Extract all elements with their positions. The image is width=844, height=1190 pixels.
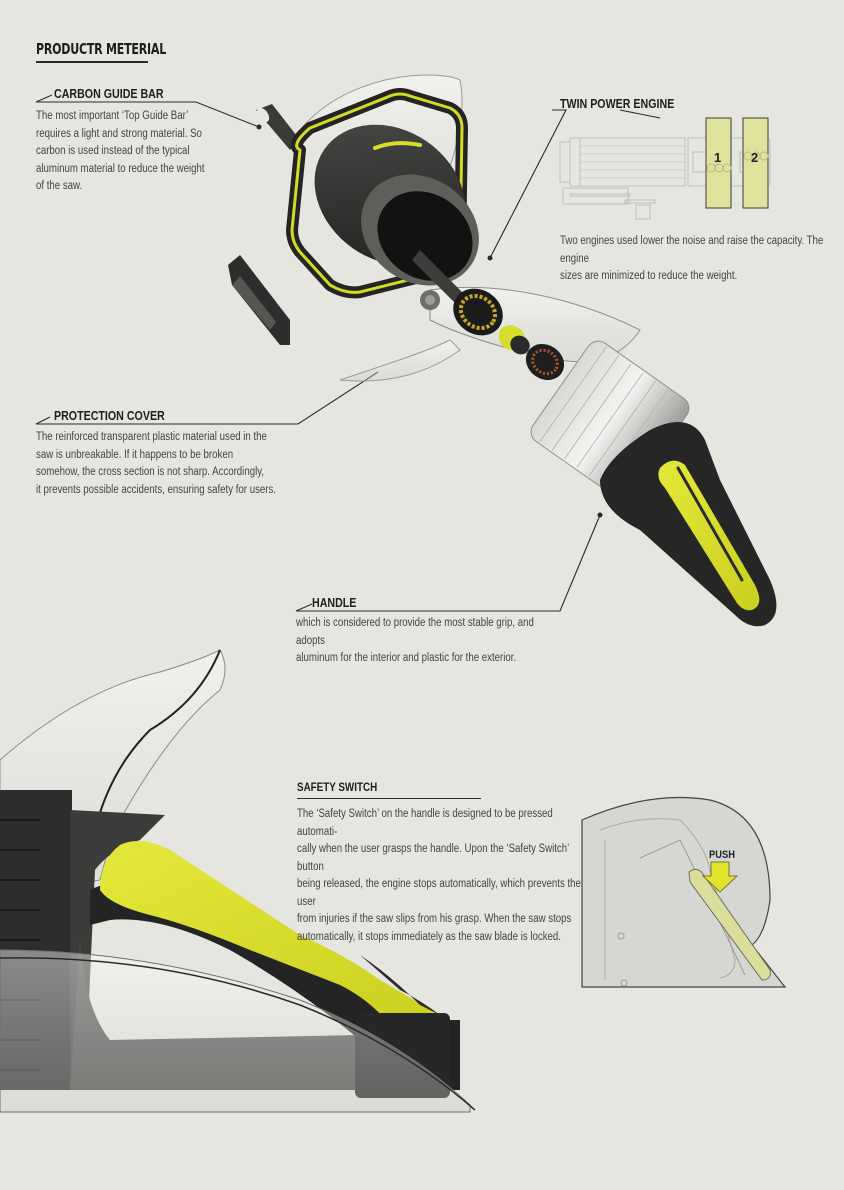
text-line: saw is unbreakable. If it happens to be … [36,448,234,461]
safety-switch-heading: SAFETY SWITCH [297,780,378,794]
carbon-guide-bar-heading: CARBON GUIDE BAR [54,86,164,101]
text-line: sizes are minimized to reduce the weight… [560,270,738,282]
text-line: The most important ‘Top Guide Bar’ [36,110,189,122]
twin-power-engine-heading: TWIN POWER ENGINE [560,96,675,111]
engine-label-1: 1 [714,150,722,165]
protection-cover-description: The reinforced transparent plastic mater… [36,429,280,499]
text-line: aluminum material to reduce the weight [36,162,205,175]
text-line: carbon is used instead of the typical [36,145,190,157]
safety-switch-underline [297,798,481,800]
text-line: automatically, it stops immediately as t… [297,930,561,943]
safety-switch-description: The ‘Safety Switch’ on the handle is des… [297,806,587,946]
text-line: Two engines used lower the noise and rai… [560,235,824,265]
text-line: being released, the engine stops automat… [297,878,581,908]
text-line: The reinforced transparent plastic mater… [36,431,267,443]
text-line: requires a light and strong material. So [36,127,202,140]
text-line: which is considered to provide the most … [296,617,534,647]
text-line: cally when the user grasps the handle. U… [297,843,569,873]
text-line: of the saw. [36,180,83,192]
text-line: The ‘Safety Switch’ on the handle is des… [297,808,553,838]
safety-switch-diagram [581,796,787,988]
page-title: PRODUCTR METERIAL [36,40,167,58]
text-line: somehow, the cross section is not sharp.… [36,466,265,478]
carbon-guide-bar-description: The most important ‘Top Guide Bar’ requi… [36,108,238,196]
push-label: PUSH [709,849,735,861]
text-line: from injuries if the saw slips from his … [297,913,572,925]
twin-engine-schematic [559,137,771,220]
handle-heading: HANDLE [312,595,357,610]
protection-cover-heading: PROTECTION COVER [54,408,165,423]
handle-description: which is considered to provide the most … [296,615,565,668]
title-underline [36,61,148,63]
handle-closeup-illustration [0,649,476,1113]
twin-power-engine-description: Two engines used lower the noise and rai… [560,233,837,286]
engine-label-2: 2 [751,150,759,165]
text-line: aluminum for the interior and plastic fo… [296,652,517,664]
text-line: it prevents possible accidents, ensuring… [36,483,277,496]
